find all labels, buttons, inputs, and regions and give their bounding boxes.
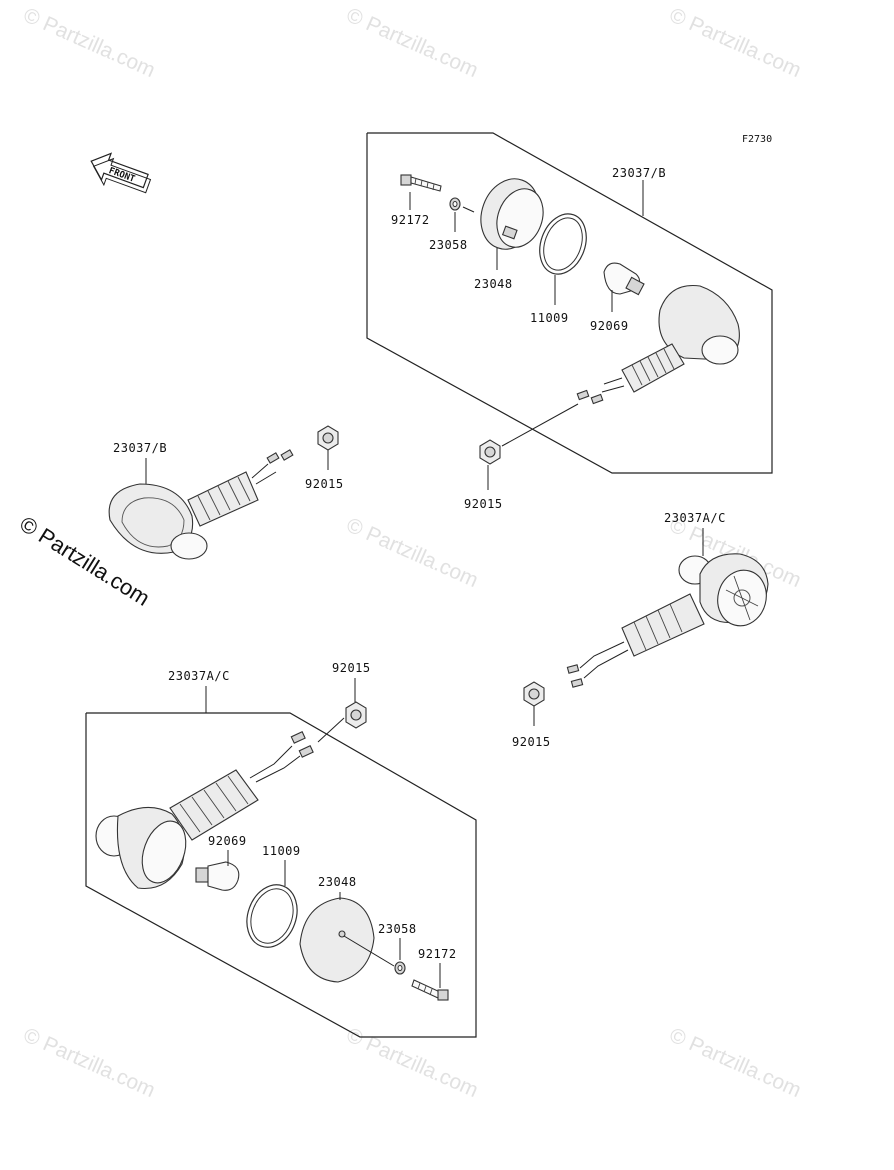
- washer-icon: [394, 961, 406, 975]
- bolt-icon: [411, 979, 449, 1001]
- turn-signal-icon: [576, 284, 740, 405]
- bolt-icon: [400, 174, 442, 192]
- turn-signal-icon: [95, 731, 314, 890]
- callout-bottom-bolt: 92172: [418, 947, 457, 961]
- callout-top-bulb: 92069: [590, 319, 629, 333]
- watermark: © Partzilla.com: [343, 514, 482, 593]
- bulb-icon: [195, 861, 240, 891]
- watermark: © Partzilla.com: [343, 4, 482, 83]
- turn-signal-icon: [566, 553, 769, 688]
- callout-bottom-assembly: 23037A/C: [168, 669, 230, 683]
- watermark: © Partzilla.com: [20, 1024, 159, 1103]
- front-arrow-icon: FRONT: [90, 152, 152, 194]
- washer-icon: [449, 197, 461, 211]
- callout-bottom-gasket: 11009: [262, 844, 301, 858]
- gasket-icon: [246, 884, 298, 948]
- bottom-assembly-group: 23037A/C 92015 92: [85, 661, 477, 1038]
- callout-left-assembly: 23037/B: [113, 441, 167, 455]
- gasket-icon: [539, 213, 587, 275]
- bulb-icon: [603, 262, 645, 296]
- top-assembly-group: 23037/B 92172 23058 23048: [366, 132, 773, 511]
- nut-icon: [523, 681, 545, 707]
- figure-code: F2730: [742, 134, 772, 145]
- callout-bottom-lens: 23048: [318, 875, 357, 889]
- left-assembly-group: 23037/B 92015: [108, 425, 344, 560]
- callout-bottom-bulb: 92069: [208, 834, 247, 848]
- turn-signal-icon: [108, 449, 294, 560]
- callout-right-nut: 92015: [512, 735, 551, 749]
- callout-right-assembly: 23037A/C: [664, 511, 726, 525]
- callout-left-nut: 92015: [305, 477, 344, 491]
- callout-top-assembly: 23037/B: [612, 166, 666, 180]
- callout-bottom-nut: 92015: [332, 661, 371, 675]
- watermark: © Partzilla.com: [343, 1024, 482, 1103]
- watermark-layer: © Partzilla.com © Partzilla.com © Partzi…: [20, 4, 805, 1103]
- watermark: © Partzilla.com: [20, 4, 159, 83]
- nut-icon: [345, 701, 367, 729]
- callout-top-nut: 92015: [464, 497, 503, 511]
- nut-icon: [317, 425, 339, 451]
- watermark: © Partzilla.com: [666, 1024, 805, 1103]
- callout-bottom-washer: 23058: [378, 922, 417, 936]
- callout-top-gasket: 11009: [530, 311, 569, 325]
- right-assembly-group: 23037A/C 92015: [512, 511, 769, 749]
- callout-top-washer: 23058: [429, 238, 468, 252]
- callout-top-bolt: 92172: [391, 213, 430, 227]
- nut-icon: [479, 439, 501, 465]
- lens-icon: [480, 178, 544, 250]
- watermark: © Partzilla.com: [666, 4, 805, 83]
- lens-icon: [299, 897, 375, 983]
- callout-top-lens: 23048: [474, 277, 513, 291]
